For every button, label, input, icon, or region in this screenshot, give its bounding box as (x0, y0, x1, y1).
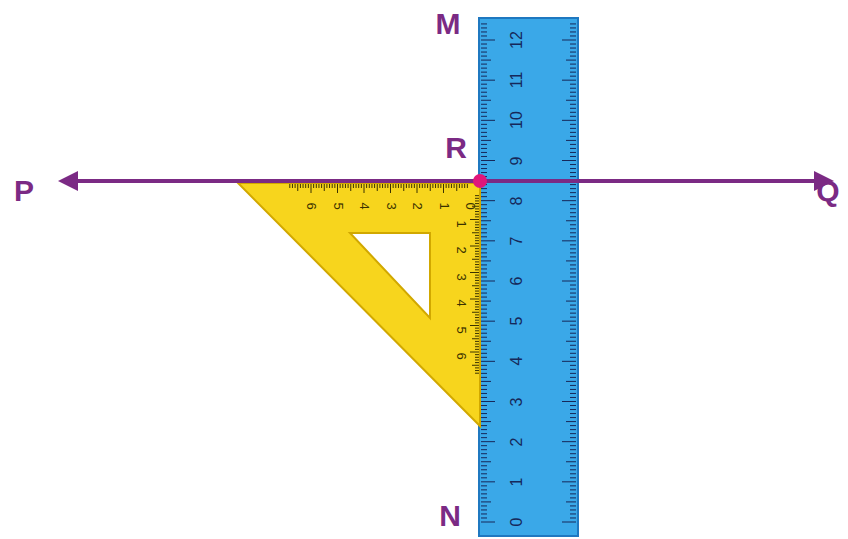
set-square-number: 4 (358, 202, 371, 209)
ruler-number: 12 (509, 31, 525, 49)
point-label: Q (816, 176, 839, 206)
set-square-number: 6 (455, 352, 468, 359)
point-label: R (445, 133, 467, 163)
ruler-number: 0 (509, 518, 525, 527)
ruler-number: 7 (509, 236, 525, 245)
ruler-number: 3 (509, 397, 525, 406)
set-square-number: 5 (331, 202, 344, 209)
point-r (473, 174, 487, 188)
ruler-number: 1 (509, 477, 525, 486)
line-pq (62, 179, 830, 183)
point-label: M (436, 9, 461, 39)
set-square-number: 1 (437, 202, 450, 209)
ruler-number: 10 (509, 111, 525, 129)
ruler-number: 11 (509, 72, 525, 89)
set-square (238, 183, 480, 426)
ruler-number: 2 (509, 437, 525, 446)
ruler-number: 4 (509, 357, 525, 366)
ruler-number: 5 (509, 317, 525, 326)
set-square-number: 3 (384, 202, 397, 209)
set-square-number: 2 (455, 246, 468, 253)
set-square-number: 5 (455, 326, 468, 333)
ruler (479, 18, 578, 536)
point-label: N (439, 501, 461, 531)
set-square-number: 6 (305, 202, 318, 209)
set-square-number: 2 (411, 202, 424, 209)
ruler-number: 6 (509, 277, 525, 286)
set-square-number: 0 (464, 202, 477, 209)
set-square-number: 1 (455, 220, 468, 227)
set-square-number: 4 (455, 299, 468, 306)
ruler-ticks (481, 24, 576, 522)
ruler-number: 9 (509, 156, 525, 165)
set-square-ticks (290, 184, 479, 373)
set-square-number: 3 (455, 273, 468, 280)
point-label: P (14, 176, 34, 206)
ruler-number: 8 (509, 196, 525, 205)
